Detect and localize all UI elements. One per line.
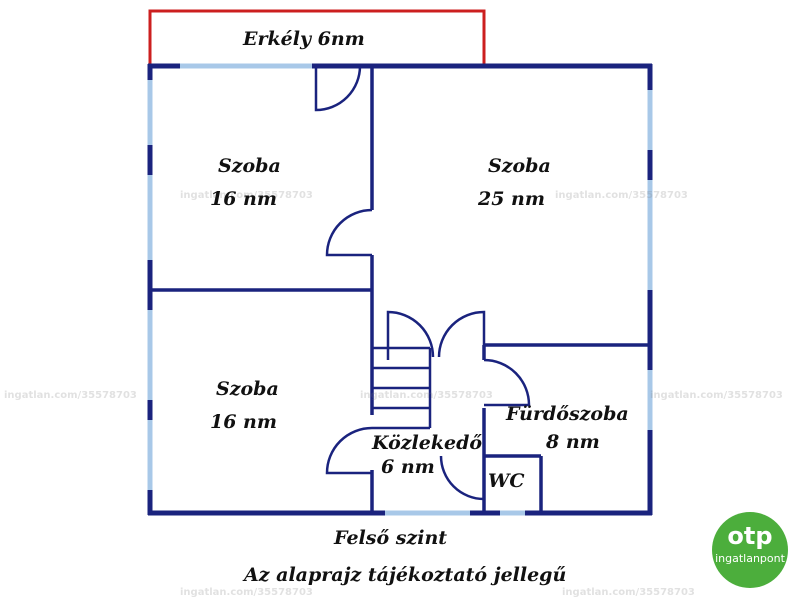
watermark: ingatlan.com/35578703 bbox=[180, 587, 313, 598]
room-3-name: Szoba bbox=[216, 378, 279, 400]
room-3-area: 16 nm bbox=[210, 411, 277, 433]
wc-label: WC bbox=[488, 470, 525, 492]
wc-door bbox=[439, 455, 486, 501]
disclaimer: Az alaprajz tájékoztató jellegű bbox=[244, 564, 567, 586]
balcony-outline bbox=[148, 9, 486, 66]
hallway-area: 6 nm bbox=[381, 456, 435, 478]
otp-logo: otp ingatlanpont bbox=[712, 512, 788, 588]
room-1-name: Szoba bbox=[218, 155, 281, 177]
balcony-label: Erkély 6nm bbox=[243, 28, 365, 50]
doors bbox=[314, 65, 531, 501]
logo-brand: otp bbox=[727, 522, 773, 550]
bathroom-area: 8 nm bbox=[546, 431, 600, 453]
staircase bbox=[372, 346, 432, 430]
room-2-area: 25 nm bbox=[478, 188, 545, 210]
hall-double-door-left bbox=[386, 310, 435, 360]
watermark: ingatlan.com/35578703 bbox=[555, 190, 688, 201]
hallway-name: Közlekedő bbox=[372, 432, 483, 454]
balcony-door bbox=[314, 65, 362, 112]
room2-door bbox=[325, 208, 373, 257]
room3-door bbox=[325, 426, 373, 475]
windows bbox=[147, 63, 653, 516]
hall-double-door-right bbox=[437, 310, 486, 360]
watermark: ingatlan.com/35578703 bbox=[562, 587, 695, 598]
room-2-name: Szoba bbox=[488, 155, 551, 177]
level-label: Felső szint bbox=[334, 527, 448, 549]
bathroom-name: Fürdőszoba bbox=[506, 403, 629, 425]
logo-subtitle: ingatlanpont bbox=[715, 552, 785, 565]
watermark: ingatlan.com/35578703 bbox=[4, 390, 137, 401]
watermark: ingatlan.com/35578703 bbox=[180, 190, 313, 201]
bathroom-door bbox=[483, 358, 531, 407]
watermark: ingatlan.com/35578703 bbox=[650, 390, 783, 401]
room-1-area: 16 nm bbox=[210, 188, 277, 210]
watermark: ingatlan.com/35578703 bbox=[360, 390, 493, 401]
